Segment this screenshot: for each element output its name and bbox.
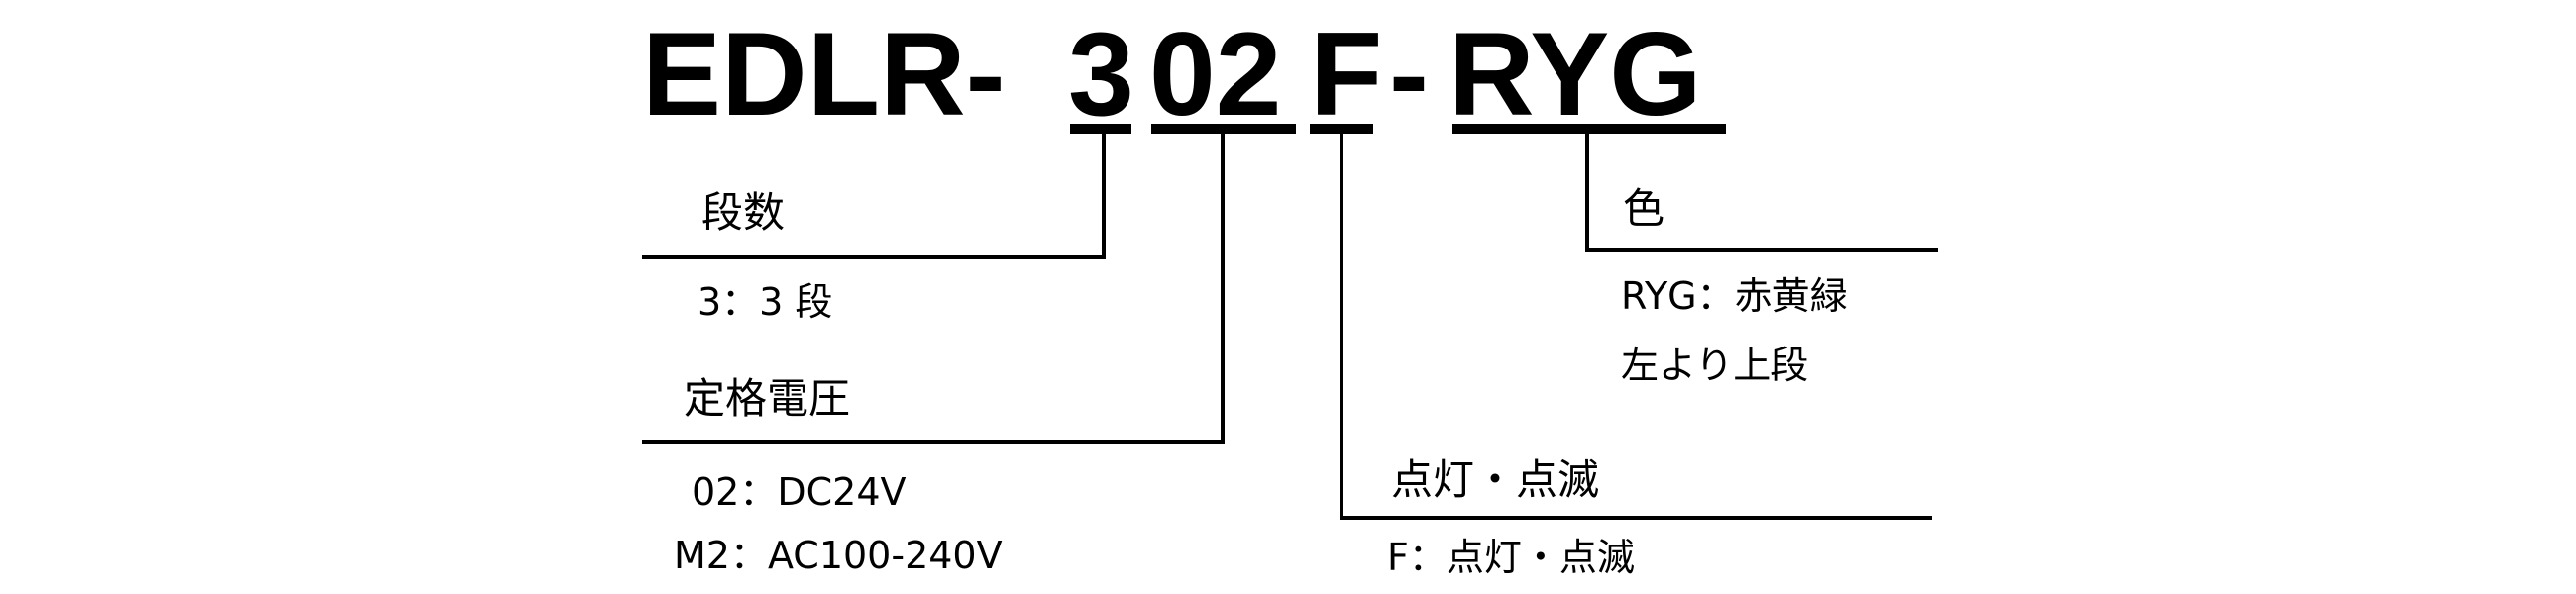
lighting-heading: 点灯・点滅 xyxy=(1391,455,1600,504)
underline-color xyxy=(1452,124,1726,134)
code-lighting: F xyxy=(1310,8,1383,141)
leader-voltage-horizontal xyxy=(642,440,1225,444)
leader-color-vertical xyxy=(1585,134,1589,252)
code-separator: - xyxy=(1389,8,1429,141)
leader-lighting-vertical xyxy=(1340,134,1343,520)
voltage-option-dc: 02：DC24V xyxy=(692,470,907,514)
code-prefix: EDLR- xyxy=(642,8,1006,141)
voltage-heading: 定格電圧 xyxy=(684,374,851,423)
leader-tiers-vertical xyxy=(1102,134,1106,259)
tiers-heading: 段数 xyxy=(701,188,786,237)
code-color: RYG xyxy=(1449,8,1702,141)
code-tiers: 3 xyxy=(1068,8,1134,141)
tiers-option: 3：3 段 xyxy=(698,280,833,324)
color-note: 左より上段 xyxy=(1621,344,1809,387)
leader-lighting-horizontal xyxy=(1340,516,1932,520)
voltage-option-ac: M2：AC100-240V xyxy=(674,534,1003,577)
underline-voltage xyxy=(1151,124,1296,134)
code-voltage: 02 xyxy=(1149,8,1282,141)
color-heading: 色 xyxy=(1623,184,1665,233)
leader-tiers-horizontal xyxy=(642,255,1106,259)
color-option: RYG：赤黄緑 xyxy=(1621,274,1848,318)
leader-voltage-vertical xyxy=(1221,134,1225,444)
lighting-option: F：点灯・点滅 xyxy=(1387,536,1635,579)
leader-color-horizontal xyxy=(1585,248,1938,252)
underline-lighting xyxy=(1310,124,1373,134)
underline-tiers xyxy=(1070,124,1131,134)
